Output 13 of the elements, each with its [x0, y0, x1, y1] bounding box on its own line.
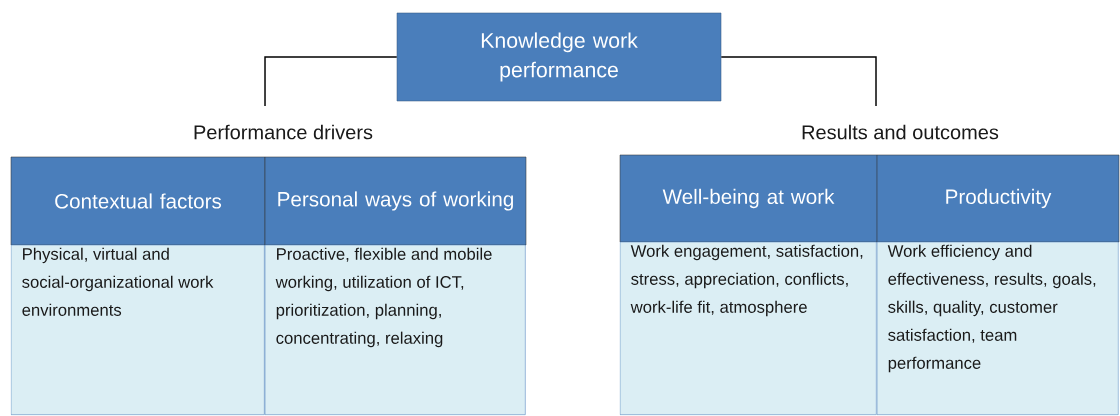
group-heading: Results and outcomes: [802, 124, 999, 140]
table-cell: Work efficiency and effectiveness, results, goals, skills, quality, customer satisfaction, team performance: [876, 241, 1119, 415]
connector-line: [264, 56, 398, 107]
group-heading: Performance drivers: [194, 124, 373, 140]
title-box: Knowledge work performance: [396, 12, 722, 102]
column-header: Contextual factors: [10, 156, 266, 246]
connector-line: [720, 56, 877, 107]
table-cell: Proactive, flexible and mobile working, utilization of ICT, prioritization, planning, concentrating, relaxing: [264, 244, 526, 415]
table-cell: Physical, virtual and social-organizational work environments: [10, 244, 265, 415]
table-cell: Work engagement, satisfaction, stress, appreciation, conflicts, work-life fit, atmosphere: [619, 241, 877, 415]
column-header: Productivity: [876, 154, 1120, 243]
column-header: Well-being at work: [619, 154, 878, 243]
column-header: Personal ways of working: [264, 156, 527, 246]
